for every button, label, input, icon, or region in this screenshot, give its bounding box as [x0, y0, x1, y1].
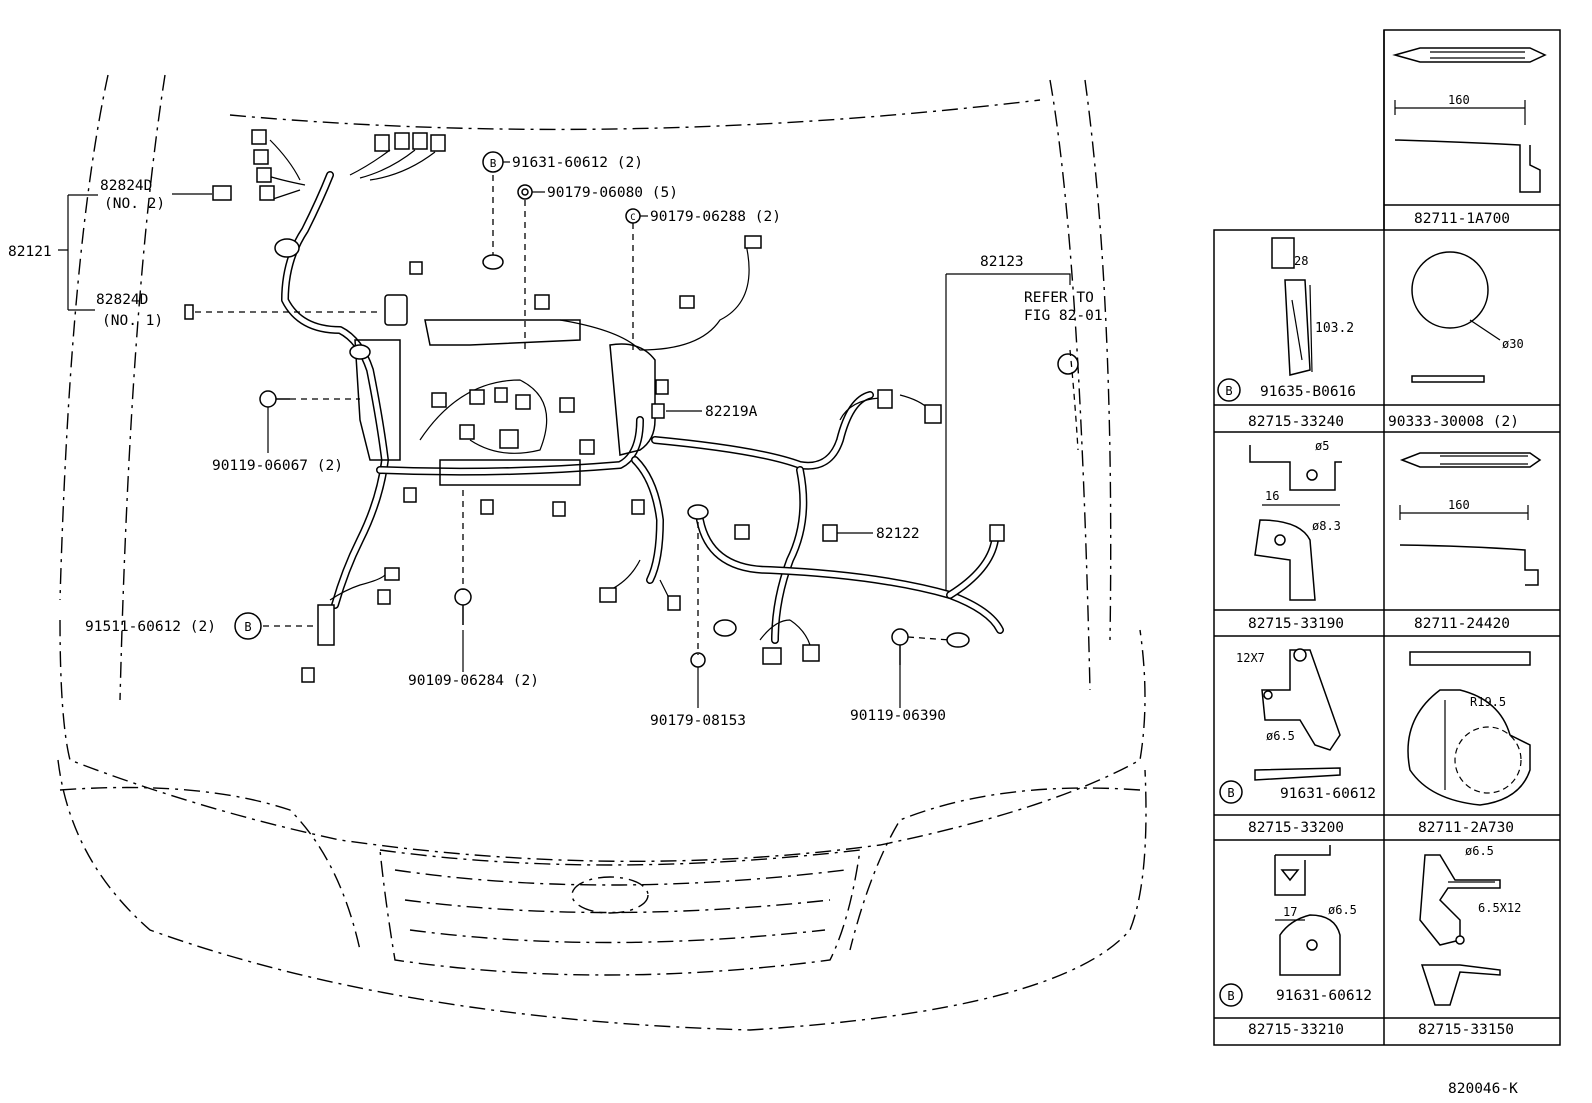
connectors [184, 129, 1005, 683]
parts-table: 160 82711-1A700 28 103.2 B 91635-B0616 8… [1213, 29, 1561, 1046]
part-82715-33190: 82715-33190 [1248, 616, 1344, 632]
part-82711-1a700: 82711-1A700 [1414, 211, 1510, 227]
part-82715-33200: 82715-33200 [1248, 820, 1344, 836]
label-82219a: 82219A [705, 404, 758, 420]
label-82122: 82122 [876, 526, 920, 542]
dim-6-5-a: ø6.5 [1266, 729, 1295, 743]
part-82711-24420: 82711-24420 [1414, 616, 1510, 632]
connector-no1-icon [184, 304, 194, 320]
label-82824d-no1: 82824D [96, 292, 148, 308]
dim-r19-5: R19.5 [1470, 695, 1506, 709]
callout-b-letter-left: B [244, 620, 251, 634]
dim-6-5-b: ø6.5 [1328, 903, 1357, 917]
dim-6-5x12: 6.5X12 [1478, 901, 1521, 915]
dim-12x7: 12X7 [1236, 651, 1265, 665]
callouts: B B C [234, 151, 636, 640]
cell-82715-33190: ø5 16 ø8.3 82715-33190 [1248, 439, 1344, 632]
part-82715-33150: 82715-33150 [1418, 1022, 1514, 1038]
label-no2: (NO. 2) [104, 196, 165, 212]
label-90109-06284: 90109-06284 (2) [408, 673, 539, 689]
label-91511-60612: 91511-60612 (2) [85, 619, 216, 635]
hardware [259, 184, 1079, 668]
cell-82711-24420: 160 82711-24420 [1399, 452, 1542, 632]
wire-harness [264, 139, 1004, 646]
callout-b-33200: B [1227, 786, 1234, 800]
label-no1: (NO. 1) [102, 313, 163, 329]
dim-103-2: 103.2 [1315, 321, 1354, 336]
figure-code: 820046-K [1448, 1081, 1518, 1097]
dim-16: 16 [1265, 489, 1279, 503]
cell-82711-2a730: R19.5 82711-2A730 [1407, 651, 1531, 836]
callout-b-circle [482, 151, 504, 173]
part-labels: 82121 82824D (NO. 2) 82824D (NO. 1) 9163… [8, 155, 1518, 1097]
label-90119-06390: 90119-06390 [850, 708, 946, 724]
part-82715-33240: 82715-33240 [1248, 414, 1344, 430]
cell-82715-33210: 17 ø6.5 B 91631-60612 82715-33210 [1219, 845, 1372, 1038]
callout-b-letter: B [490, 157, 497, 170]
part-90333-30008: 90333-30008 (2) [1388, 414, 1519, 430]
part-82711-2a730: 82711-2A730 [1418, 820, 1514, 836]
cell-82715-33150: ø6.5 6.5X12 82715-33150 [1418, 844, 1521, 1038]
label-fig-82-01: FIG 82-01 [1024, 308, 1103, 324]
car-body-outline [57, 74, 1147, 1031]
dim-6-5-c: ø6.5 [1465, 844, 1494, 858]
connector-no2-icon [212, 185, 232, 201]
part-91631-60612-b: 91631-60612 [1276, 988, 1372, 1004]
bolt-head-icon [259, 390, 277, 408]
label-90179-06080: 90179-06080 (5) [547, 185, 678, 201]
dim-17: 17 [1283, 905, 1297, 919]
grommet-right-icon [1057, 353, 1079, 375]
cell-90333-30008: ø30 90333-30008 (2) [1388, 251, 1524, 430]
label-refer-to: REFER TO [1024, 290, 1094, 306]
nut-bottom-icon [690, 652, 706, 668]
cell-82711-1a700: 160 82711-1A700 [1392, 47, 1547, 227]
callout-b-33210: B [1227, 989, 1234, 1003]
bolt-right-icon [891, 628, 909, 646]
label-82123: 82123 [980, 254, 1024, 270]
label-90119-06067: 90119-06067 (2) [212, 458, 343, 474]
dim-160-a: 160 [1448, 93, 1470, 107]
callout-b-33240: B [1225, 384, 1232, 398]
label-90179-06288: 90179-06288 (2) [650, 209, 781, 225]
label-90179-08153: 90179-08153 [650, 713, 746, 729]
dim-5: ø5 [1315, 439, 1329, 453]
label-82824d-no2: 82824D [100, 178, 152, 194]
part-91635-b0616: 91635-B0616 [1260, 384, 1356, 400]
cell-82715-33240: 28 103.2 B 91635-B0616 82715-33240 [1217, 237, 1356, 430]
dim-28: 28 [1294, 254, 1308, 268]
cell-82715-33200: 12X7 ø6.5 B 91631-60612 82715-33200 [1219, 648, 1376, 836]
nut-hole-icon [521, 188, 529, 196]
label-91631-60612-top: 91631-60612 (2) [512, 155, 643, 171]
dim-160-b: 160 [1448, 498, 1470, 512]
dim-30: ø30 [1502, 337, 1524, 351]
leader-lines [58, 161, 1079, 708]
grommet-icon [482, 254, 504, 270]
dim-8-3: ø8.3 [1312, 519, 1341, 533]
callout-b-circle-left [234, 612, 262, 640]
bolt-bottom-icon [454, 588, 472, 606]
label-82121: 82121 [8, 244, 52, 260]
part-91631-60612-a: 91631-60612 [1280, 786, 1376, 802]
callout-c-letter: C [630, 213, 635, 223]
harness-protector [354, 294, 656, 486]
part-82715-33210: 82715-33210 [1248, 1022, 1344, 1038]
